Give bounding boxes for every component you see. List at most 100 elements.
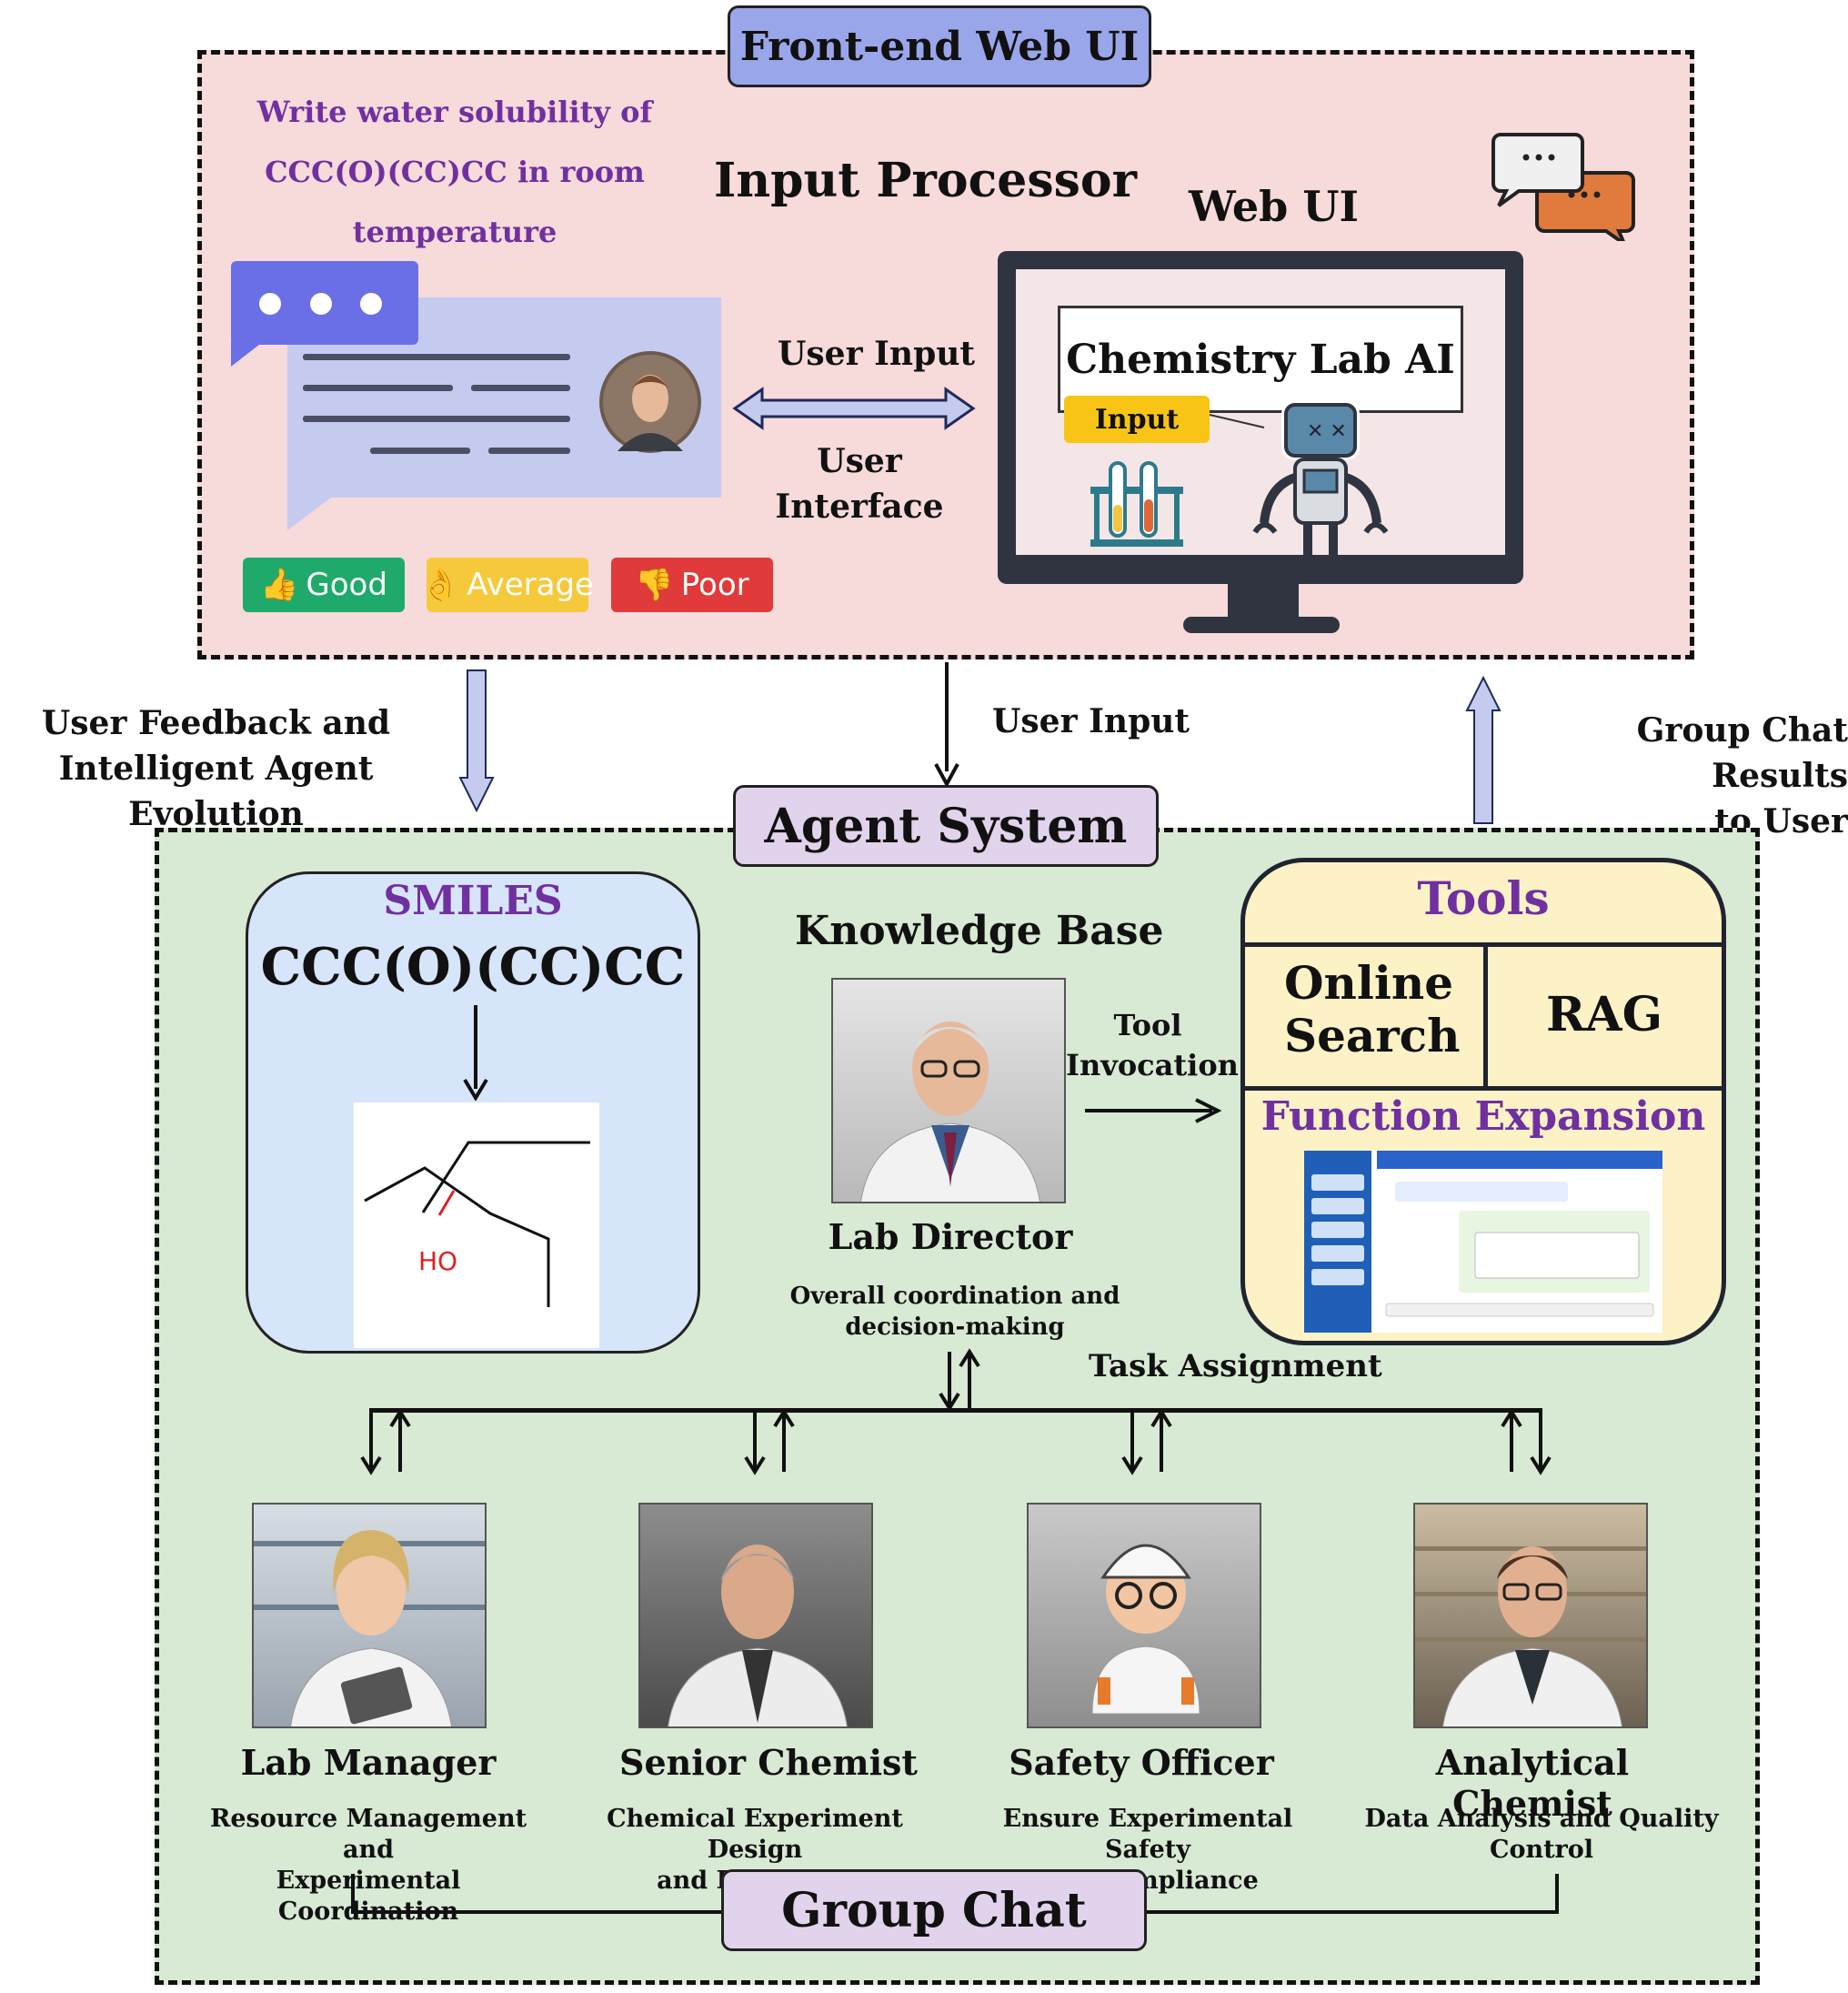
monitor-base [1183,617,1340,633]
role-desc-line: Data Analysis and Quality [1364,1805,1719,1833]
online-search-line: Search [1284,1009,1461,1062]
smiles-title: SMILES [383,878,563,924]
role-name-lab-manager: Lab Manager [240,1742,497,1783]
lab-manager-portrait [252,1503,487,1728]
agent-system-label: Agent System [733,785,1159,867]
typing-dot [310,293,332,315]
text-line [488,448,570,454]
results-arrow [1465,676,1502,824]
average-button[interactable]: 👌 Average [421,558,594,612]
group-chat-label: Group Chat [721,1869,1147,1951]
online-search-tool[interactable]: Online Search [1284,957,1460,1062]
tools-divider [1245,1086,1722,1091]
robot-icon: ✕ ✕ [1252,400,1389,563]
ok-hand-icon: 👌 [421,567,460,603]
role-arrows [360,1408,1552,1475]
user-avatar [599,351,701,453]
tool-invocation-label: Tool Invocation [1066,1005,1239,1085]
good-label: Good [306,567,387,603]
input-processor-title: Input Processor [714,153,1137,208]
text-line [471,385,570,391]
query-text: Write water solubility of CCC(O)(CC)CC i… [246,82,664,262]
typing-dot [360,293,382,315]
poor-label: Poor [680,567,749,603]
app-screenshot-thumbnail [1304,1151,1662,1333]
user-interface-line: Interface [775,488,944,526]
connector-line [1210,414,1265,428]
senior-chemist-figure [668,1545,848,1726]
query-line: CCC(O)(CC)CC in room [265,155,645,189]
user-interface-label: User Interface [764,438,955,529]
role-name-safety-officer: Safety Officer [1009,1742,1274,1783]
role-name-analytical-chemist: Analytical Chemist [1435,1742,1630,1824]
group-chat-bracket [351,1874,1559,1914]
bidirectional-arrow-icon [732,387,976,430]
lab-director-figure [860,1022,1040,1202]
analytical-chemist-portrait [1413,1503,1648,1728]
knowledge-base-title: Knowledge Base [795,908,1164,954]
results-label: Group Chat Results to User [1530,708,1848,844]
role-desc-analytical-chemist: Data Analysis and Quality Control [1355,1804,1728,1866]
lab-director-desc-line: Overall coordination and [789,1283,1120,1310]
role-desc-line: Resource Management and [209,1805,527,1864]
user-input-label: User Input [778,335,976,373]
task-bus-line [371,1408,1541,1413]
typing-dot [259,293,281,315]
text-line [303,354,570,360]
thumbs-down-icon: 👎 [635,567,674,603]
analytical-chemist-figure [1415,1546,1646,1726]
text-line [303,416,570,422]
safety-officer-figure [1091,1544,1200,1715]
feedback-line: Intelligent Agent Evolution [58,750,374,833]
role-desc-line: Ensure Experimental Safety [1002,1805,1293,1864]
tools-title: Tools [1417,871,1550,925]
query-line: temperature [352,215,557,249]
chemistry-lab-ai-title: Chemistry Lab AI [1058,306,1463,413]
hydroxyl-label: HO [418,1246,458,1276]
chat-bubble-tail [287,498,331,530]
online-search-line: Online [1284,956,1454,1010]
molecule-drawing [364,1141,590,1307]
role-desc-line: Control [1489,1836,1594,1864]
good-button[interactable]: 👍 Good [243,558,405,612]
function-expansion-title: Function Expansion [1260,1093,1706,1140]
input-tag[interactable]: Input [1064,396,1210,443]
rag-tool[interactable]: RAG [1546,987,1662,1042]
feedback-arrow [458,669,495,813]
role-desc-line: Chemical Experiment Design [607,1805,903,1864]
monitor-stand [1228,582,1299,620]
poor-button[interactable]: 👎 Poor [611,558,773,612]
lab-manager-figure [254,1530,485,1726]
feedback-label: User Feedback and Intelligent Agent Evol… [0,700,432,837]
svg-text:✕ ✕: ✕ ✕ [1307,420,1347,443]
safety-officer-portrait [1027,1503,1261,1728]
down-arrow-icon [463,1005,488,1101]
lab-director-portrait [831,978,1066,1203]
text-line [370,448,470,454]
lab-director-desc: Overall coordination and decision-making [782,1281,1128,1343]
role-name-senior-chemist: Senior Chemist [619,1742,918,1783]
task-assignment-label: Task Assignment [1089,1348,1382,1384]
tool-invocation-line: Invocation [1066,1048,1239,1082]
tools-divider [1483,942,1488,1088]
lab-director-desc-line: decision-making [845,1314,1065,1341]
tool-invocation-arrow [1085,1098,1221,1123]
chat-bubbles-icon [1491,133,1635,241]
role-desc-line: Experimental Coordination [276,1867,461,1926]
feedback-line: User Feedback and [41,704,391,742]
typing-bubble-tail [231,341,264,367]
results-line: Group Chat Results [1636,711,1848,795]
role-desc-lab-manager: Resource Management and Experimental Coo… [182,1804,555,1928]
user-input-flow-label: User Input [992,702,1190,740]
smiles-string: CCC(O)(CC)CC [260,937,686,997]
text-line [303,385,453,391]
query-line: Write water solubility of [256,95,653,129]
frontend-label: Front-end Web UI [728,5,1151,87]
thumbs-up-icon: 👍 [260,567,299,603]
test-tubes-icon [1090,461,1183,547]
user-interface-line: User [817,442,902,480]
user-input-arrow [934,662,959,786]
senior-chemist-portrait [638,1503,873,1728]
lab-director-name: Lab Director [828,1216,1073,1257]
web-ui-title: Web UI [1189,182,1359,231]
